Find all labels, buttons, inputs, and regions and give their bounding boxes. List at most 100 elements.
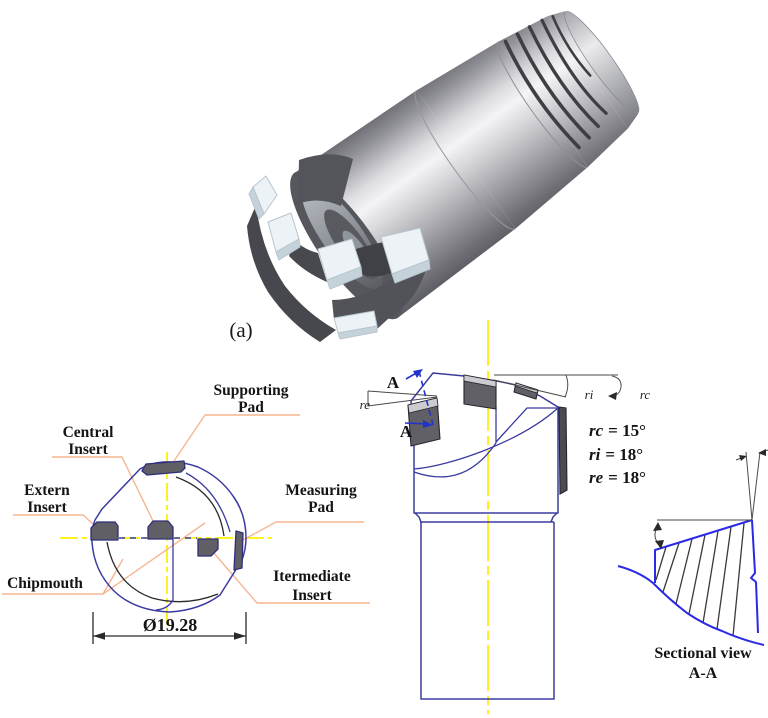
section-aa-marks: A A [387,369,434,441]
section-label-a-top: A [387,373,400,392]
leader-measuring-pad [242,521,364,541]
groove-2 [515,32,592,140]
face-notch-edge [495,407,558,443]
re-ref-label: re [360,397,371,412]
ri-wedge-arc [564,374,569,398]
angle-arc-arrow-bottom [655,540,664,549]
carbide-inserts-3d [248,175,431,340]
leader-lines [2,414,370,604]
groove-seam-line [496,41,589,168]
extern-insert-shape [90,521,119,541]
chipmouth-arc-lower [106,541,219,603]
sectional-view: Sectional view A-A [617,449,768,682]
label-measuring-pad-2: Pad [308,499,334,516]
sectional-view-subtitle: A-A [689,665,718,682]
section-arrow-bottom-head [423,420,433,428]
face-pocket-left [289,240,327,282]
face-pocket-center [352,242,393,277]
drill-groove-zone [498,16,629,167]
panel-a-label: (a) [229,318,252,342]
label-central-insert-1: Central [63,424,114,441]
dim-arrow-right [234,632,246,640]
section-break-line [617,565,765,646]
drill-3d-render: (a) [229,11,640,342]
top-angle-arrow-left [739,455,747,461]
insert-3d-b-facet [275,238,301,261]
measuring-pad-side [558,406,568,495]
top-angle-line-1 [745,451,753,521]
groove-5 [551,14,592,77]
shank-outline [420,522,555,700]
label-measuring-pad-1: Measuring [285,482,357,499]
face-curve-main [413,407,559,470]
front-view: Ø19.28 Supporting Pad Central Insert Ext… [2,382,370,644]
groove-4 [540,18,608,115]
angle-arc-arrow-top [653,522,662,531]
ri-rc-annotation: ri rc [493,374,651,402]
rc-hook-arrowhead [608,392,617,400]
angle-equations: rc= 15° ri= 18° re= 18° [589,421,646,487]
section-hatching [655,522,745,637]
label-supporting-pad-1: Supporting [214,382,289,399]
label-chipmouth: Chipmouth [7,575,83,592]
leader-chipmouth-2 [102,522,206,595]
groove-3 [527,25,600,129]
supporting-pad-shape [141,460,186,476]
itermediate-insert-shape [197,538,219,557]
body-seam-line [414,90,516,230]
sectional-view-title: Sectional view [654,645,752,662]
neck-step [414,512,558,523]
diameter-dimension: Ø19.28 [92,612,247,644]
label-extern-insert-2: Insert [27,499,67,516]
label-supporting-pad-2: Pad [238,399,264,416]
central-insert-shape [147,520,174,540]
label-itermediate-insert-1: Itermediate [273,568,351,585]
side-view: re ri rc A A rc= 15° ri= 18° re= 18° [360,320,651,714]
insert-3d-c-facet [326,266,363,290]
label-itermediate-insert-2: Insert [292,587,332,604]
equation-rc-value: = 15° [608,421,646,440]
equation-re-name: re [589,468,604,487]
leader-itermediate-insert [212,551,370,604]
equation-re-value: = 18° [608,468,646,487]
leader-supporting-pad [171,414,300,465]
drill-body-cylinder [416,41,588,229]
insert-3d-d-facet [391,259,431,284]
face-pocket-lower-left [247,205,336,342]
ri-ref-label: ri [585,387,594,402]
drill-head-cylinder [292,90,516,319]
slot-edge [155,539,174,611]
rc-ref-label: rc [640,387,651,402]
section-right-edge [750,519,759,634]
equation-ri-name: ri [589,445,601,464]
section-top-angle [735,449,768,521]
insert-3d-e-facet [337,325,378,340]
face-pocket-upper [298,154,353,206]
equation-rc-name: rc [589,421,604,440]
equation-ri: ri= 18° [589,445,643,464]
ri-wedge-lower-line [493,379,567,398]
face-curve-secondary [413,442,497,478]
leader-central-insert [52,456,154,522]
leader-extern-insert [13,514,94,525]
label-central-insert-2: Insert [68,441,108,458]
insert-3d-a-facet [248,186,265,220]
equation-re: re= 18° [589,468,646,487]
chipmouth-arc-upper [175,476,225,537]
label-extern-insert-1: Extern [24,482,70,499]
groove-1 [503,39,581,150]
equation-ri-value: = 18° [605,445,643,464]
central-insert-chamfer [463,374,497,388]
measuring-pad-shape [233,530,244,571]
dim-arrow-left [93,632,105,640]
section-top-left-edge [654,519,753,583]
top-angle-line-2 [751,451,761,521]
top-angle-arrow-right [758,449,766,456]
section-label-a-bottom: A [400,422,413,441]
section-arrow-top-head [413,369,423,378]
section-angle-dim [653,519,752,549]
drill-end-cap [564,11,640,114]
equation-rc: rc= 15° [589,421,646,440]
